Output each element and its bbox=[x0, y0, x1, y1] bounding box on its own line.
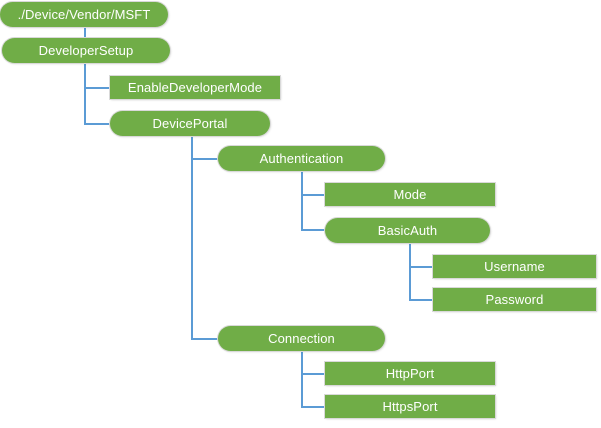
node-developer-setup-label: DeveloperSetup bbox=[38, 43, 134, 58]
connector-basic-auth-trunk bbox=[409, 243, 411, 301]
node-https-port-label: HttpsPort bbox=[382, 399, 438, 414]
connector-root-to-developer-setup bbox=[84, 27, 86, 39]
node-developer-setup[interactable]: DeveloperSetup bbox=[2, 38, 170, 63]
connector-developer-setup-to-device-portal bbox=[84, 123, 114, 125]
connector-connection-to-https-port bbox=[301, 406, 327, 408]
connector-developer-setup-trunk bbox=[84, 63, 86, 125]
node-device-portal[interactable]: DevicePortal bbox=[110, 111, 270, 136]
node-enable-developer-mode-label: EnableDeveloperMode bbox=[127, 80, 263, 95]
node-device-portal-label: DevicePortal bbox=[152, 116, 228, 131]
node-password-label: Password bbox=[485, 292, 544, 307]
connector-device-portal-trunk bbox=[191, 136, 193, 339]
node-password[interactable]: Password bbox=[433, 288, 596, 311]
connector-connection-to-http-port bbox=[301, 373, 327, 375]
node-basic-auth-label: BasicAuth bbox=[377, 223, 438, 238]
node-root-label: ./Device/Vendor/MSFT bbox=[17, 7, 151, 22]
connector-connection-trunk bbox=[301, 351, 303, 408]
node-connection-label: Connection bbox=[268, 331, 335, 346]
node-https-port[interactable]: HttpsPort bbox=[325, 395, 495, 418]
connector-authentication-to-mode bbox=[301, 194, 327, 196]
node-root[interactable]: ./Device/Vendor/MSFT bbox=[0, 2, 168, 27]
connector-basic-auth-to-password bbox=[409, 299, 435, 301]
node-enable-developer-mode[interactable]: EnableDeveloperMode bbox=[110, 76, 280, 99]
node-authentication[interactable]: Authentication bbox=[218, 146, 385, 171]
node-http-port-label: HttpPort bbox=[385, 366, 435, 381]
node-mode-label: Mode bbox=[393, 187, 427, 202]
connector-authentication-to-basic-auth bbox=[301, 229, 331, 231]
node-authentication-label: Authentication bbox=[259, 151, 344, 166]
connector-developer-setup-to-enable-developer-mode bbox=[84, 87, 111, 89]
node-basic-auth[interactable]: BasicAuth bbox=[325, 218, 490, 243]
connector-device-portal-to-connection bbox=[191, 338, 222, 340]
node-username[interactable]: Username bbox=[433, 255, 596, 278]
connector-basic-auth-to-username bbox=[409, 266, 435, 268]
node-username-label: Username bbox=[484, 259, 545, 274]
node-http-port[interactable]: HttpPort bbox=[325, 362, 495, 385]
connector-device-portal-to-authentication bbox=[191, 158, 222, 160]
connector-authentication-trunk bbox=[301, 171, 303, 231]
node-mode[interactable]: Mode bbox=[325, 183, 495, 206]
node-connection[interactable]: Connection bbox=[218, 326, 385, 351]
